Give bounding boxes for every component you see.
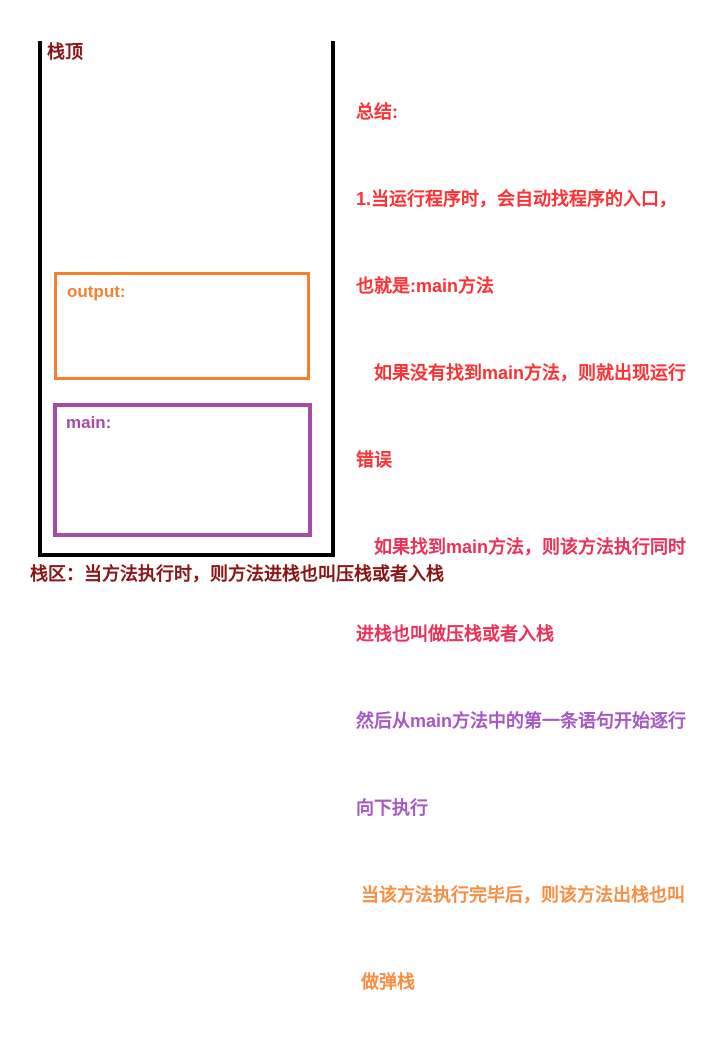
summary-line: 当该方法执行完毕后，则该方法出栈也叫 [356, 885, 685, 905]
summary-line: 然后从main方法中的第一条语句开始逐行 [356, 711, 687, 731]
output-label: output: [67, 282, 126, 301]
output-frame: output: [54, 272, 310, 380]
summary-line: 进栈也叫做压栈或者入栈 [356, 624, 554, 644]
summary-line: 也就是:main方法 [356, 276, 495, 296]
stack-caption: 栈区：当方法执行时，则方法进栈也叫压栈或者入栈 [30, 564, 444, 584]
summary-line: 向下执行 [356, 798, 428, 818]
summary-line: 错误 [356, 450, 392, 470]
main-label: main: [66, 413, 112, 432]
summary-line: 如果没有找到main方法，则就出现运行 [356, 363, 687, 383]
summary-line: 1.当运行程序时，会自动找程序的入口， [356, 189, 678, 209]
summary-panel: 总结: 1.当运行程序时，会自动找程序的入口， 也就是:main方法 如果没有找… [356, 40, 686, 1055]
stack-top-label: 栈顶 [47, 42, 83, 62]
stack-area-frame [38, 41, 335, 557]
summary-line: 如果找到main方法，则该方法执行同时 [356, 537, 687, 557]
summary-line: 总结: [356, 102, 398, 122]
main-frame: main: [53, 403, 312, 537]
summary-line: 做弹栈 [356, 972, 416, 992]
